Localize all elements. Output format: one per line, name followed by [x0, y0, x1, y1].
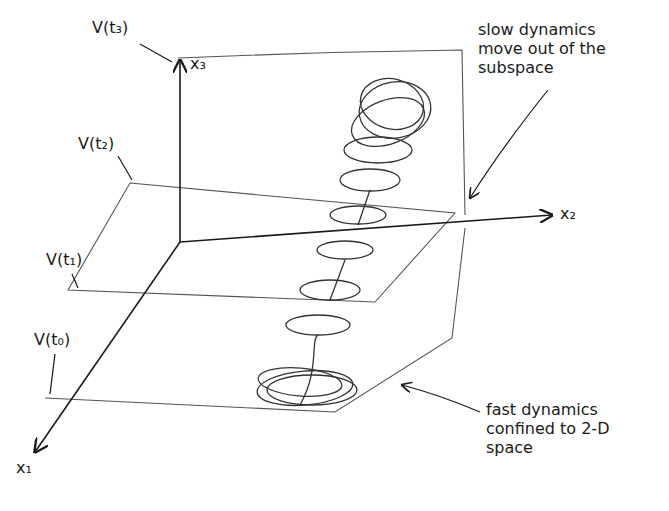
axis-label: x₂ [560, 204, 576, 223]
axis-label: x₃ [190, 54, 206, 73]
leader-line [50, 354, 55, 394]
loop [257, 364, 343, 399]
loop [300, 280, 360, 300]
trajectory-drift [300, 190, 370, 405]
plane-label: V(t₁) [46, 250, 82, 269]
lower-plane [45, 228, 465, 412]
leaders [50, 44, 548, 412]
axes [35, 60, 552, 452]
annotation: slow dynamics move out of the subspace [478, 20, 628, 78]
leader-line [118, 156, 132, 180]
leader-line [140, 44, 172, 62]
horizontal-plane [68, 183, 455, 302]
loop [340, 169, 400, 191]
plane-label: V(t₀) [34, 330, 70, 349]
planes [45, 50, 465, 412]
plane-label: V(t₃) [92, 18, 128, 37]
loop [344, 137, 412, 163]
loop [355, 72, 430, 137]
axis-label: x₁ [16, 458, 32, 477]
loop [286, 315, 350, 335]
leader-line [72, 274, 78, 288]
axis-x3 [179, 60, 181, 242]
loop [345, 88, 431, 155]
callout-arrow [470, 90, 548, 198]
loop [330, 206, 386, 224]
loop [267, 375, 357, 405]
loop [317, 241, 373, 259]
axis-x1 [35, 242, 180, 452]
annotation: fast dynamics confined to 2-D space [486, 400, 626, 458]
axis-x2 [180, 215, 552, 242]
callout-arrow [402, 385, 480, 412]
trajectory [256, 72, 436, 410]
vertical-plane [178, 50, 465, 215]
loop [256, 367, 355, 409]
plane-label: V(t₂) [78, 134, 114, 153]
